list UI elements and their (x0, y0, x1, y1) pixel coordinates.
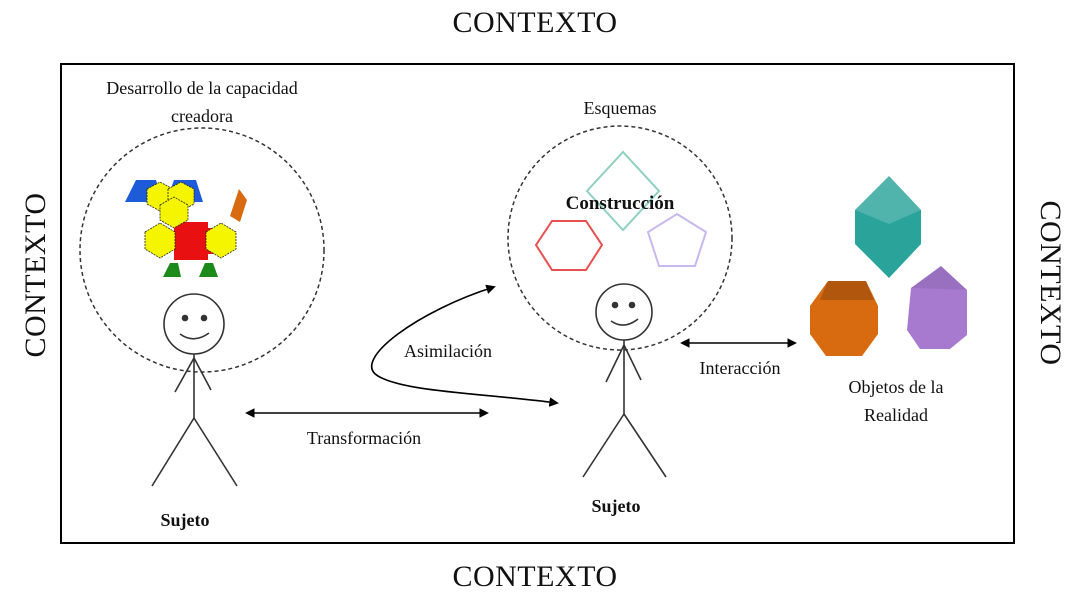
smile (610, 318, 639, 326)
purple-shape-body (907, 266, 967, 349)
subject-center-figure (582, 283, 667, 478)
diamond-outline (585, 150, 661, 232)
arm (174, 357, 195, 393)
subject-left-label: Sujeto (160, 510, 210, 530)
transformation-label: Transformación (306, 428, 422, 448)
context-label-bottom: CONTEXTO (452, 560, 618, 593)
purple-polyhedron (907, 266, 967, 349)
arm (605, 344, 625, 383)
red-square (174, 222, 208, 260)
construction-label: Construcción (565, 193, 675, 214)
eye (200, 314, 208, 322)
green-triangle (163, 263, 181, 277)
leg (623, 413, 667, 478)
leg (193, 417, 238, 487)
reality-objects-label: Objetos de la Realidad (849, 373, 944, 429)
head (163, 293, 225, 355)
schemes-label: Esquemas (583, 98, 657, 118)
eye (628, 301, 636, 309)
eye (181, 314, 189, 322)
smile (179, 332, 210, 340)
head (595, 283, 653, 341)
leg (151, 417, 195, 487)
yellow-hexagon (144, 222, 176, 259)
schemes-dashed-circle (507, 125, 733, 351)
interaction-label: Interacción (699, 358, 781, 378)
context-label-top: CONTEXTO (452, 6, 618, 39)
teal-polyhedron (855, 176, 921, 278)
arm (623, 344, 642, 381)
block-animal-icon (125, 180, 247, 277)
orange-shape-body (810, 281, 878, 356)
orange-shape-top (820, 281, 874, 300)
creativity-title-line1: Desarrollo de la capacidad (106, 78, 298, 98)
yellow-hexagon (159, 196, 189, 229)
pentagon-outline (646, 212, 708, 267)
reality-objects-line1: Objetos de la (848, 377, 944, 397)
purple-shape-top (911, 266, 967, 290)
teal-shape-facet (855, 176, 921, 224)
creativity-title-line2: creadora (171, 106, 233, 126)
context-frame (60, 63, 1015, 544)
hexagon-outline (534, 220, 604, 271)
subject-center-label: Sujeto (591, 496, 641, 516)
arm (193, 357, 212, 391)
orange-tail (230, 189, 247, 222)
subject-left-figure (151, 293, 238, 487)
green-triangle (199, 263, 218, 277)
assimilation-arrow (370, 284, 559, 407)
creativity-title: Desarrollo de la capacidad creadora (106, 74, 297, 130)
teal-shape-body (855, 176, 921, 278)
reality-objects-line2: Realidad (864, 405, 928, 425)
assimilation-label: Asimilación (404, 341, 492, 361)
yellow-hexagon (205, 222, 237, 259)
leg (582, 413, 625, 478)
orange-polyhedron (810, 281, 878, 356)
eye (611, 301, 619, 309)
